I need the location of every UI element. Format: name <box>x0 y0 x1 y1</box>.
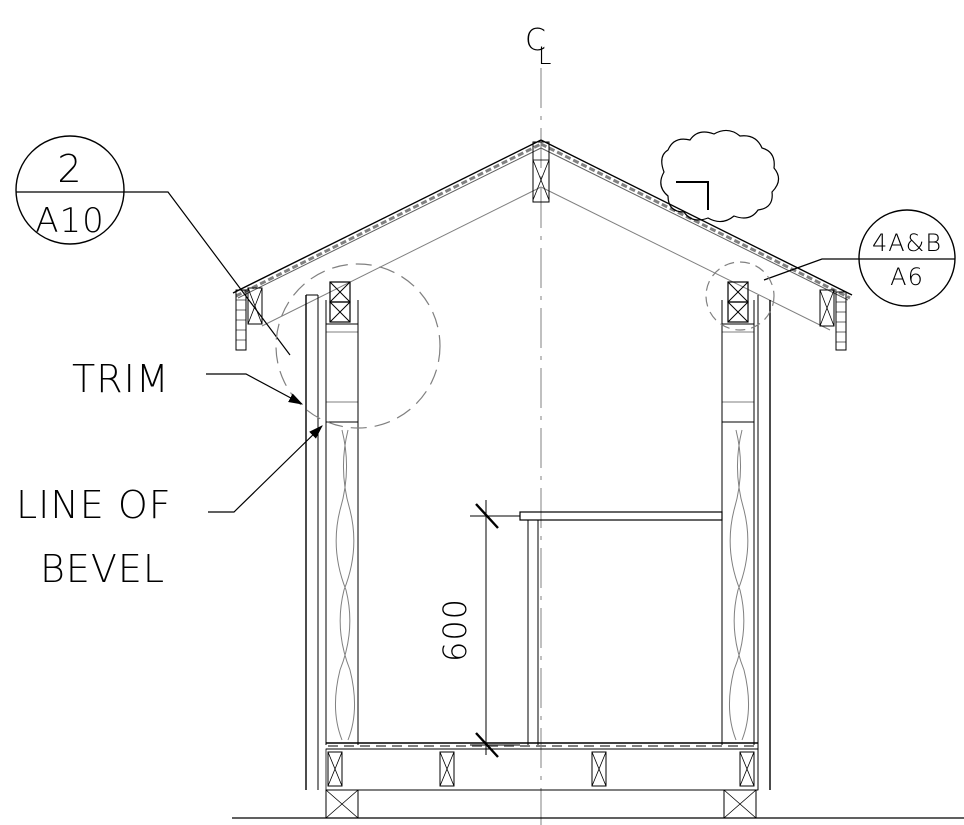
floor <box>232 742 964 819</box>
detail-callout-4ab-a6[interactable]: 4A&B A6 <box>763 209 956 307</box>
line-of-bevel-annotation: LINE OF BEVEL <box>16 425 323 591</box>
callout-4-number: 4A&B <box>872 229 942 257</box>
centerline-symbol-c: C <box>525 23 547 58</box>
line-of-bevel-label-2: BEVEL <box>40 547 165 591</box>
wall-right <box>721 281 771 790</box>
trim-label: TRIM <box>72 357 170 401</box>
callout-4-sheet: A6 <box>890 263 924 291</box>
detail-circle-right <box>705 261 775 331</box>
callout-2-sheet: A10 <box>35 201 105 241</box>
detail-callout-2-a10[interactable]: 2 A10 <box>15 135 291 356</box>
dimension-value: 600 <box>436 598 474 662</box>
callout-2-number: 2 <box>57 147 82 191</box>
dimension-600: 600 <box>436 500 520 758</box>
line-of-bevel-label-1: LINE OF <box>16 483 172 527</box>
wall-left <box>305 281 359 790</box>
centerline-symbol-l: L <box>538 42 552 70</box>
trim-annotation: TRIM <box>72 357 304 405</box>
bench <box>519 511 723 745</box>
revision-cloud <box>660 129 780 223</box>
centerline: C L <box>525 23 552 825</box>
floor-joists <box>327 751 755 787</box>
fascia-left <box>235 287 263 351</box>
fascia-right <box>819 289 847 351</box>
roof <box>232 139 853 331</box>
detail-circle-left <box>275 263 441 429</box>
